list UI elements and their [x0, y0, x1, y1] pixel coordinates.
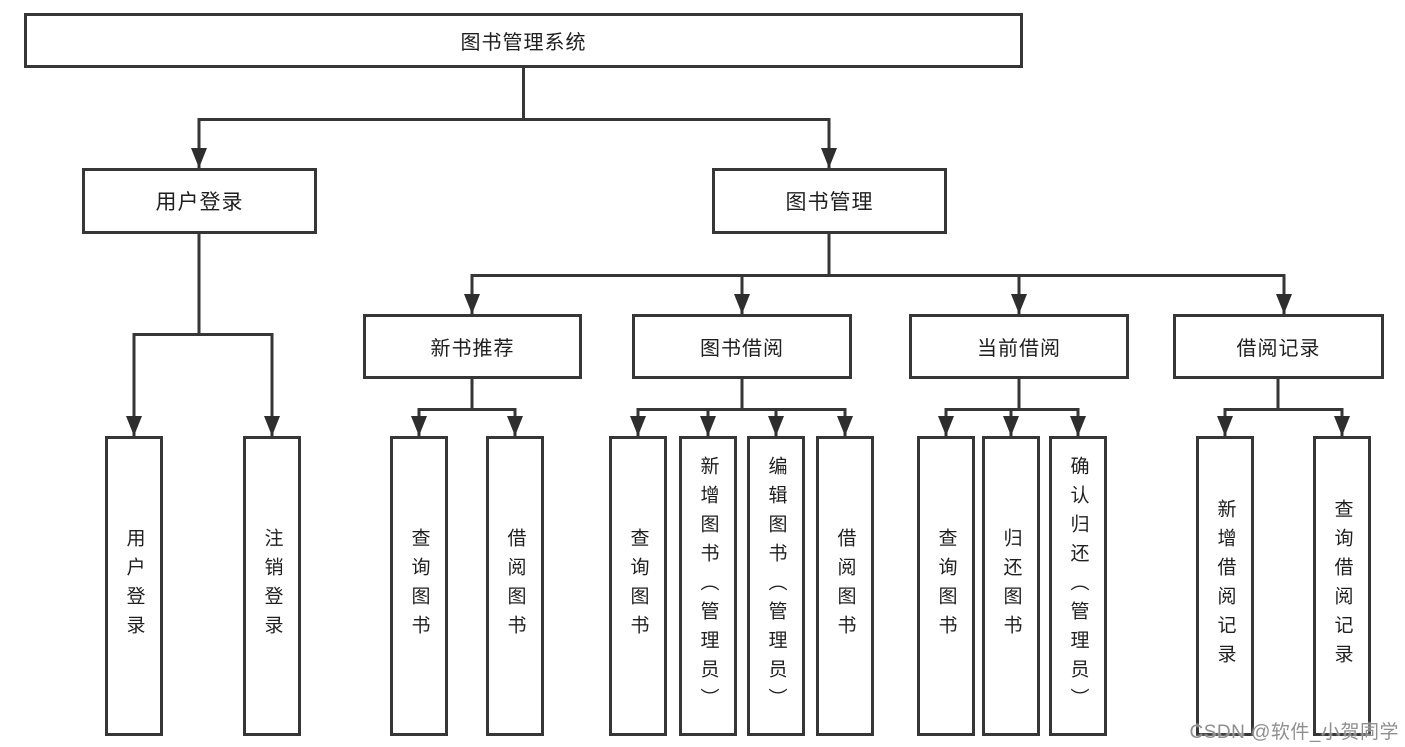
leaf-label: 归还图书 — [1000, 528, 1022, 644]
leaf-add-books-admin: 新增图书（管理员） — [679, 436, 737, 736]
leaf-return-books: 归还图书 — [982, 436, 1040, 736]
leaf-query-books-current: 查询图书 — [917, 436, 975, 736]
leaf-label: 查询图书 — [408, 528, 430, 644]
node-book-management: 图书管理 — [712, 168, 947, 234]
leaf-query-books-recommend: 查询图书 — [390, 436, 448, 736]
leaf-label: 借阅图书 — [834, 528, 856, 644]
leaf-label: 新增图书（管理员） — [697, 455, 719, 717]
node-library-system: 图书管理系统 — [24, 13, 1023, 68]
leaf-label: 用户登录 — [123, 528, 145, 644]
leaf-label: 查询借阅记录 — [1331, 499, 1353, 673]
node-user-login: 用户登录 — [82, 168, 317, 234]
leaf-label: 查询图书 — [935, 528, 957, 644]
leaf-label: 借阅图书 — [504, 528, 526, 644]
leaf-label: 注销登录 — [261, 528, 283, 644]
node-current-borrowing: 当前借阅 — [909, 314, 1129, 379]
leaf-borrow-books-recommend: 借阅图书 — [486, 436, 544, 736]
leaf-query-borrow-record: 查询借阅记录 — [1313, 436, 1371, 736]
leaf-borrow-books: 借阅图书 — [816, 436, 874, 736]
leaf-label: 确认归还（管理员） — [1067, 455, 1089, 717]
node-borrowing-records: 借阅记录 — [1173, 314, 1384, 379]
node-book-borrowing: 图书借阅 — [632, 314, 852, 379]
node-new-book-recommendation: 新书推荐 — [363, 314, 582, 379]
leaf-query-books-borrowing: 查询图书 — [609, 436, 667, 736]
leaf-user-login: 用户登录 — [105, 436, 163, 736]
leaf-add-borrow-record: 新增借阅记录 — [1196, 436, 1254, 736]
leaf-label: 新增借阅记录 — [1214, 499, 1236, 673]
leaf-label: 查询图书 — [627, 528, 649, 644]
leaf-logout: 注销登录 — [243, 436, 301, 736]
leaf-confirm-return-admin: 确认归还（管理员） — [1049, 436, 1107, 736]
csdn-watermark: CSDN @软件_小贺同学 — [1189, 722, 1399, 743]
leaf-edit-books-admin: 编辑图书（管理员） — [747, 436, 805, 736]
leaf-label: 编辑图书（管理员） — [765, 455, 787, 717]
